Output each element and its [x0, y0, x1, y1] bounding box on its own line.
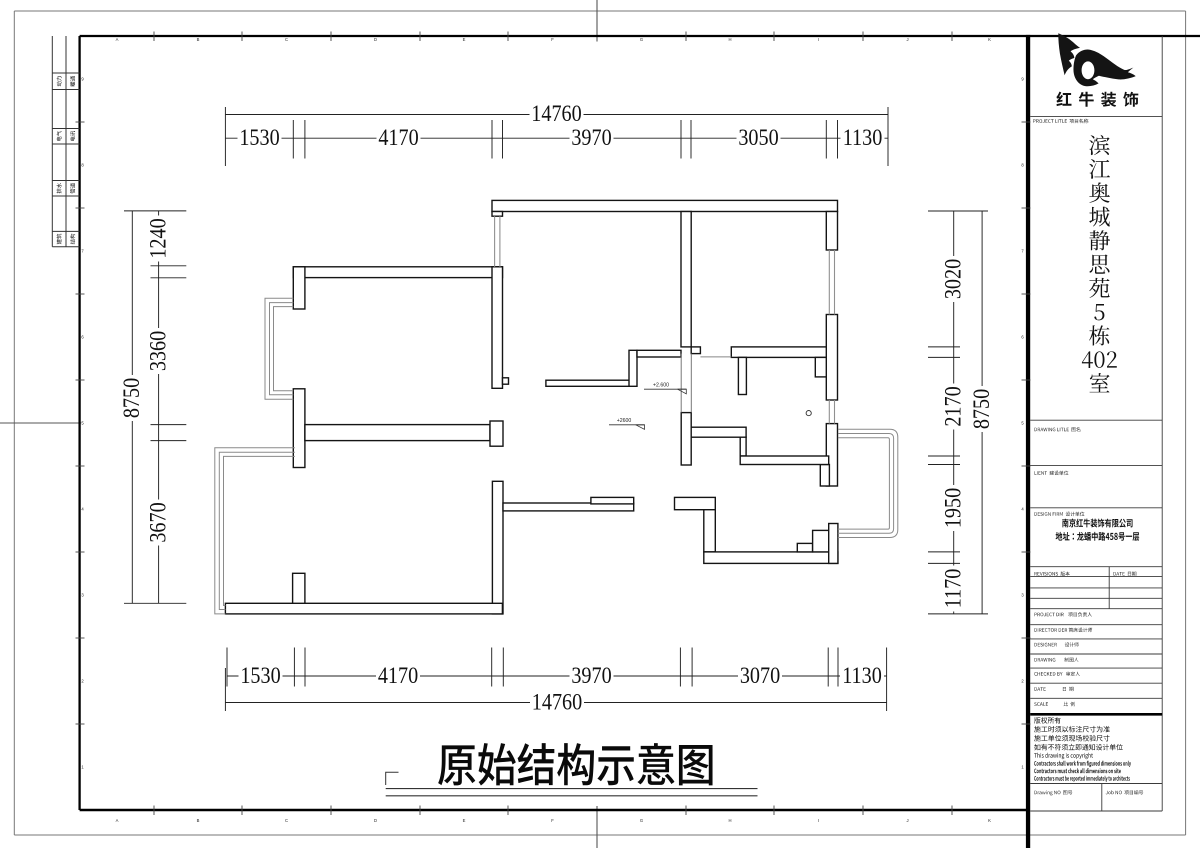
svg-text:3360: 3360	[145, 331, 171, 371]
svg-text:5: 5	[81, 421, 84, 426]
svg-text:1: 1	[81, 765, 84, 770]
svg-text:1530: 1530	[240, 663, 280, 689]
svg-text:3: 3	[1021, 593, 1024, 598]
svg-text:1170: 1170	[940, 569, 966, 609]
svg-text:6: 6	[81, 335, 84, 340]
svg-text:A: A	[116, 818, 119, 823]
svg-text:+2600: +2600	[617, 418, 632, 424]
svg-text:9: 9	[81, 77, 84, 82]
svg-text:3970: 3970	[571, 125, 611, 151]
svg-text:F: F	[551, 37, 554, 42]
svg-text:D: D	[374, 37, 377, 42]
svg-text:1130: 1130	[842, 663, 882, 689]
svg-text:14760: 14760	[531, 101, 582, 127]
svg-text:2: 2	[81, 679, 84, 684]
svg-text:4: 4	[81, 507, 84, 512]
svg-text:5: 5	[1021, 421, 1024, 426]
svg-text:E: E	[463, 37, 466, 42]
svg-text:E: E	[463, 818, 466, 823]
svg-text:B: B	[197, 818, 200, 823]
svg-text:4: 4	[1021, 507, 1024, 512]
svg-text:3: 3	[81, 593, 84, 598]
svg-text:D: D	[374, 818, 377, 823]
svg-text:K: K	[988, 818, 991, 823]
svg-text:2: 2	[1021, 679, 1024, 684]
svg-text:1530: 1530	[239, 125, 279, 151]
svg-text:H: H	[728, 37, 731, 42]
svg-text:1950: 1950	[940, 488, 966, 528]
svg-text:6: 6	[1021, 335, 1024, 340]
svg-text:3070: 3070	[740, 663, 780, 689]
svg-text:G: G	[640, 37, 643, 42]
svg-text:1: 1	[1021, 765, 1024, 770]
svg-text:8750: 8750	[119, 378, 145, 418]
svg-text:2170: 2170	[940, 386, 966, 426]
svg-text:F: F	[551, 818, 554, 823]
svg-text:8750: 8750	[968, 389, 994, 429]
svg-text:J: J	[906, 818, 908, 823]
svg-text:K: K	[988, 37, 991, 42]
svg-text:3670: 3670	[145, 502, 171, 542]
svg-text:H: H	[728, 818, 731, 823]
svg-text:8: 8	[1021, 163, 1024, 168]
svg-text:3970: 3970	[571, 663, 611, 689]
svg-text:B: B	[197, 37, 200, 42]
svg-text:A: A	[116, 37, 119, 42]
svg-text:4170: 4170	[378, 663, 418, 689]
svg-text:4170: 4170	[378, 125, 418, 151]
svg-text:I: I	[818, 818, 819, 823]
svg-text:C: C	[285, 37, 288, 42]
svg-text:1240: 1240	[145, 218, 171, 258]
svg-text:3020: 3020	[940, 259, 966, 299]
svg-text:1130: 1130	[843, 125, 883, 151]
svg-text:C: C	[285, 818, 288, 823]
svg-text:+2.600: +2.600	[653, 382, 669, 388]
svg-text:G: G	[640, 818, 643, 823]
svg-text:9: 9	[1021, 77, 1024, 82]
svg-text:I: I	[818, 37, 819, 42]
svg-text:8: 8	[81, 163, 84, 168]
svg-text:7: 7	[81, 249, 84, 254]
svg-text:3050: 3050	[738, 125, 778, 151]
svg-text:14760: 14760	[532, 689, 583, 715]
svg-text:7: 7	[1021, 249, 1024, 254]
svg-text:J: J	[906, 37, 908, 42]
